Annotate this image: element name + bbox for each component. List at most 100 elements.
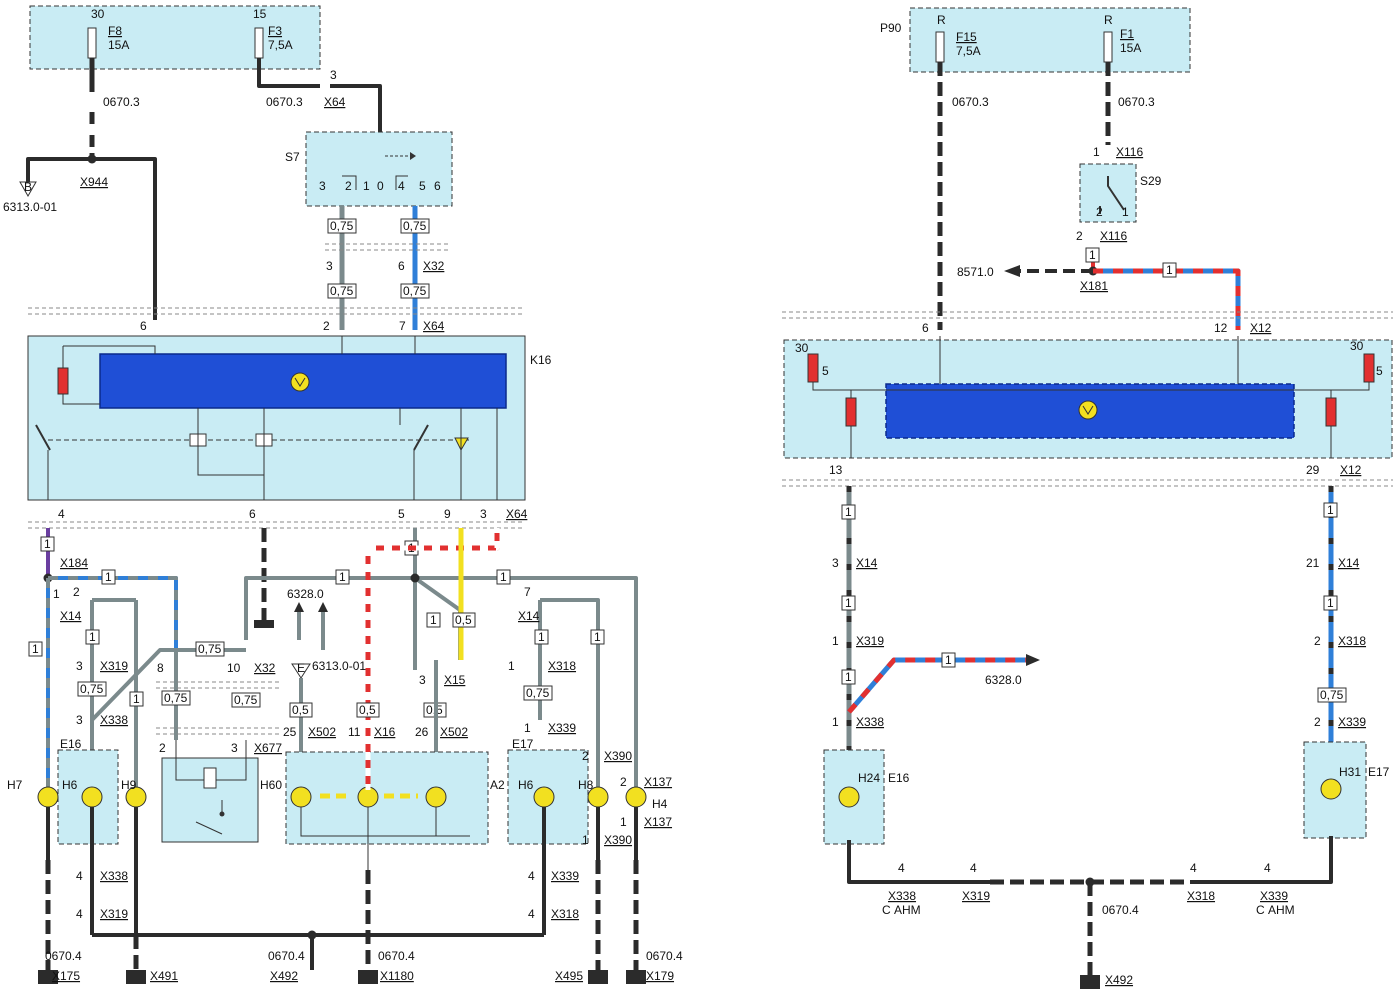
svg-text:25: 25 [283, 725, 297, 739]
svg-text:6: 6 [434, 179, 441, 193]
svg-text:X32: X32 [254, 661, 276, 675]
svg-text:X491: X491 [150, 969, 178, 983]
svg-text:2: 2 [582, 749, 589, 763]
svg-text:X339: X339 [551, 869, 579, 883]
fuse-f8: 30 F8 15A [87, 7, 129, 59]
lamp-a2-1 [290, 786, 312, 808]
svg-text:5: 5 [398, 507, 405, 521]
svg-text:30: 30 [1350, 339, 1364, 353]
svg-text:X502: X502 [308, 725, 336, 739]
svg-text:X492: X492 [1105, 973, 1133, 987]
ref-6328-right: 6328.0 [985, 673, 1022, 687]
svg-text:2: 2 [1096, 205, 1103, 219]
svg-text:X12: X12 [1340, 463, 1362, 477]
ref-0670-3-a: 0670.3 [103, 95, 140, 109]
svg-text:1: 1 [105, 570, 112, 584]
svg-text:3: 3 [326, 259, 333, 273]
svg-text:3: 3 [419, 673, 426, 687]
svg-text:X339: X339 [1260, 889, 1288, 903]
svg-text:H60: H60 [260, 778, 282, 792]
svg-text:X14: X14 [60, 609, 82, 623]
svg-text:X64: X64 [423, 319, 445, 333]
svg-text:3: 3 [231, 741, 238, 755]
svg-text:R: R [937, 13, 946, 27]
ground-x492-right [1080, 975, 1100, 989]
svg-text:F8: F8 [108, 24, 122, 38]
svg-text:7: 7 [524, 585, 531, 599]
ref-6328-left: 6328.0 [287, 587, 324, 601]
ref-b-icon [19, 181, 37, 198]
svg-text:X495: X495 [555, 969, 583, 983]
svg-text:6: 6 [398, 259, 405, 273]
svg-text:15: 15 [253, 7, 267, 21]
svg-text:R: R [1104, 13, 1113, 27]
svg-text:0,5: 0,5 [292, 703, 309, 717]
svg-text:3: 3 [319, 179, 326, 193]
warning-icon [290, 372, 310, 392]
svg-text:1: 1 [1089, 248, 1096, 262]
svg-text:0670.3: 0670.3 [266, 95, 303, 109]
svg-text:X318: X318 [548, 659, 576, 673]
ref-8571: 8571.0 [957, 265, 994, 279]
svg-text:X32: X32 [423, 259, 445, 273]
svg-text:30: 30 [91, 7, 105, 21]
svg-text:H4: H4 [652, 797, 668, 811]
svg-text:H6: H6 [62, 778, 78, 792]
svg-text:11: 11 [348, 725, 361, 739]
svg-text:1: 1 [832, 715, 839, 729]
svg-text:3: 3 [76, 713, 83, 727]
fuse-f3: 15 F3 7,5A [253, 7, 293, 59]
svg-text:0670.4: 0670.4 [268, 949, 305, 963]
svg-text:1: 1 [339, 570, 346, 584]
svg-text:X339: X339 [1338, 715, 1366, 729]
svg-text:X116: X116 [1100, 229, 1127, 243]
svg-text:1: 1 [832, 634, 839, 648]
svg-text:P90: P90 [880, 21, 902, 35]
ground-x175: 0670.4 X175 [38, 949, 82, 984]
svg-text:0,75: 0,75 [403, 284, 427, 298]
svg-text:7,5A: 7,5A [268, 38, 293, 52]
svg-text:A2: A2 [490, 778, 505, 792]
svg-text:4: 4 [970, 861, 977, 875]
svg-text:6313.0-01: 6313.0-01 [312, 659, 366, 673]
svg-text:X492: X492 [270, 969, 298, 983]
svg-text:X338: X338 [856, 715, 884, 729]
svg-text:H31: H31 [1339, 765, 1361, 779]
svg-text:3: 3 [832, 556, 839, 570]
switch-s29 [1079, 163, 1137, 223]
svg-text:0670.3: 0670.3 [1118, 95, 1155, 109]
lamp-a2-3 [425, 786, 447, 808]
svg-text:X338: X338 [100, 869, 128, 883]
svg-text:F1: F1 [1120, 27, 1134, 41]
svg-text:13: 13 [829, 463, 843, 477]
svg-text:E: E [297, 661, 305, 675]
svg-text:1: 1 [1093, 145, 1100, 159]
svg-text:1: 1 [538, 630, 545, 644]
svg-text:X15: X15 [444, 673, 466, 687]
svg-text:K16: K16 [530, 353, 552, 367]
svg-text:1: 1 [620, 815, 627, 829]
svg-text:3: 3 [76, 659, 83, 673]
svg-text:0,75: 0,75 [198, 642, 222, 656]
svg-text:5: 5 [822, 364, 829, 378]
svg-text:F15: F15 [956, 30, 977, 44]
svg-text:X64: X64 [506, 507, 528, 521]
svg-text:X14: X14 [856, 556, 878, 570]
svg-text:X319: X319 [100, 659, 128, 673]
svg-text:0,75: 0,75 [234, 693, 258, 707]
warning-icon-right [1078, 400, 1098, 420]
svg-text:2: 2 [345, 179, 352, 193]
svg-text:1: 1 [44, 537, 51, 551]
label-x944: X944 [80, 175, 108, 189]
ground-x492: 0670.4 X492 [268, 949, 305, 983]
svg-text:X338: X338 [100, 713, 128, 727]
svg-text:X16: X16 [374, 725, 396, 739]
lamp-h4 [625, 786, 647, 808]
svg-text:4: 4 [528, 907, 535, 921]
svg-text:X1180: X1180 [380, 969, 414, 983]
svg-text:21: 21 [1306, 556, 1320, 570]
svg-text:30: 30 [795, 341, 809, 355]
svg-text:3: 3 [330, 68, 337, 82]
svg-text:0670.4: 0670.4 [378, 949, 415, 963]
